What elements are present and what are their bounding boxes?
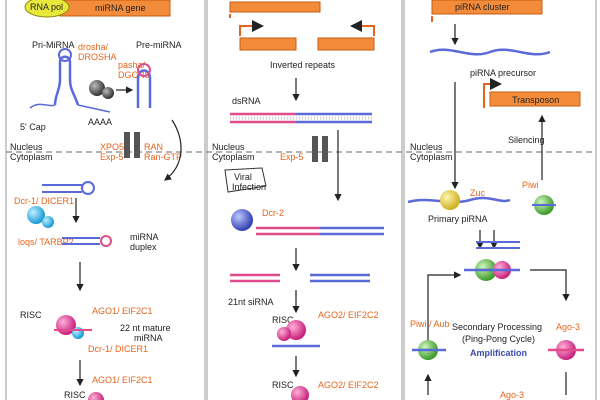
pingpong-label: (Ping-Pong Cycle) bbox=[462, 334, 535, 344]
drosha-label: drosha/ bbox=[78, 42, 109, 52]
cluster-label: piRNA cluster bbox=[455, 2, 510, 12]
panel-sirna: Inverted repeats dsRNA Nucleus Cytoplasm… bbox=[212, 1, 384, 400]
ago1b-label: AGO1/ EIF2C1 bbox=[92, 375, 153, 385]
pirna-precursor bbox=[429, 48, 551, 56]
ago1-label: AGO1/ EIF2C1 bbox=[92, 306, 153, 316]
cytoplasm-label-2: Cytoplasm bbox=[212, 152, 255, 162]
inverted-repeat-1 bbox=[239, 37, 297, 51]
pre-mirna-label: Pre-miRNA bbox=[136, 40, 182, 50]
silencing-label: Silencing bbox=[508, 135, 545, 145]
mirna-gene-label: miRNA gene bbox=[95, 3, 146, 13]
viral-label-1: Viral bbox=[234, 172, 252, 182]
zuc-protein bbox=[440, 190, 460, 210]
drosha-label-2: DROSHA bbox=[78, 52, 117, 62]
transposon-bar bbox=[489, 91, 581, 107]
amplification-label: Amplification bbox=[470, 348, 527, 358]
duplex-label-1: miRNA bbox=[130, 232, 159, 242]
xpo5-label: XPO5 bbox=[100, 142, 124, 152]
ago2-protein bbox=[286, 320, 306, 340]
piwi-label: Piwi bbox=[522, 180, 539, 190]
ran-gtp-label: Ran-GTP bbox=[144, 152, 182, 162]
nucleus-label-2: Nucleus bbox=[212, 142, 245, 152]
pirna-cluster-bar bbox=[431, 0, 543, 15]
mature-label-2: miRNA bbox=[134, 333, 163, 343]
zuc-label: Zuc bbox=[470, 188, 486, 198]
cap-label: 5' Cap bbox=[20, 122, 46, 132]
viral-infection-shape bbox=[224, 167, 267, 193]
cytoplasm-label-1: Cytoplasm bbox=[10, 152, 53, 162]
rna-pol-oval bbox=[24, 0, 70, 18]
pri-mirna-hairpin bbox=[53, 55, 80, 106]
ago3-label: Ago-3 bbox=[556, 322, 580, 332]
pasha-protein bbox=[102, 87, 114, 99]
ago2-label: AGO2/ EIF2C2 bbox=[318, 310, 379, 320]
exp5-label-2: Exp-5 bbox=[280, 152, 304, 162]
pasha-label: pasha/ bbox=[118, 60, 146, 70]
dsrna-strand bbox=[230, 112, 296, 124]
ran-label: RAN bbox=[144, 142, 163, 152]
piwi-aub-label: Piwi / Aub bbox=[410, 319, 450, 329]
nucleus-label-3: Nucleus bbox=[410, 142, 443, 152]
risc-label-2: RISC bbox=[64, 390, 86, 400]
nucleus-label-1: Nucleus bbox=[10, 142, 43, 152]
polya-label: AAAA bbox=[88, 117, 112, 127]
panel-borders bbox=[5, 0, 597, 400]
inverted-label: Inverted repeats bbox=[270, 60, 336, 70]
duplex-label-2: duplex bbox=[130, 242, 157, 252]
exp5-label: Exp-5 bbox=[100, 152, 124, 162]
risc-label-1: RISC bbox=[20, 310, 42, 320]
sirna21-label: 21nt siRNA bbox=[228, 297, 274, 307]
risc-label-4: RISC bbox=[272, 380, 294, 390]
ago2b-label: AGO2/ EIF2C2 bbox=[318, 380, 379, 390]
pre-mirna-hairpin bbox=[136, 69, 152, 108]
mirna-duplex bbox=[62, 237, 100, 245]
loqs-label: loqs/ TARBP2 bbox=[18, 237, 74, 247]
mature-label-1: 22 nt mature bbox=[120, 323, 171, 333]
panel-mirna: miRNA gene RNA pol Pri-MiRNA 5' Cap AAAA… bbox=[10, 0, 182, 400]
panel-pirna: piRNA cluster piRNA precursor Transposon… bbox=[407, 0, 584, 400]
dicer-protein bbox=[27, 206, 45, 224]
secondary-label: Secondary Processing bbox=[452, 322, 542, 332]
dcr2-protein bbox=[231, 209, 253, 231]
precursor-label: piRNA precursor bbox=[470, 68, 536, 78]
transposon-label: Transposon bbox=[512, 95, 559, 105]
risc-label-3: RISC bbox=[272, 315, 294, 325]
drosha-protein bbox=[89, 80, 105, 96]
dcr1-label: Dcr-1/ DICER1 bbox=[14, 196, 74, 206]
inverted-repeat-2 bbox=[317, 37, 375, 51]
dsrna-label: dsRNA bbox=[232, 96, 261, 106]
dcr2-label: Dcr-2 bbox=[262, 208, 284, 218]
viral-label-2: Infection bbox=[232, 182, 266, 192]
cytoplasm-label-3: Cytoplasm bbox=[410, 152, 453, 162]
rna-pol-label: RNA pol bbox=[30, 2, 63, 12]
dcr1b-label: Dcr-1/ DICER1 bbox=[88, 344, 148, 354]
pri-mirna-label: Pri-MiRNA bbox=[32, 40, 75, 50]
pasha-label-2: DGCR8 bbox=[118, 70, 150, 80]
primary-label: Primary piRNA bbox=[428, 214, 488, 224]
ago3b-label: Ago-3 bbox=[500, 390, 524, 400]
